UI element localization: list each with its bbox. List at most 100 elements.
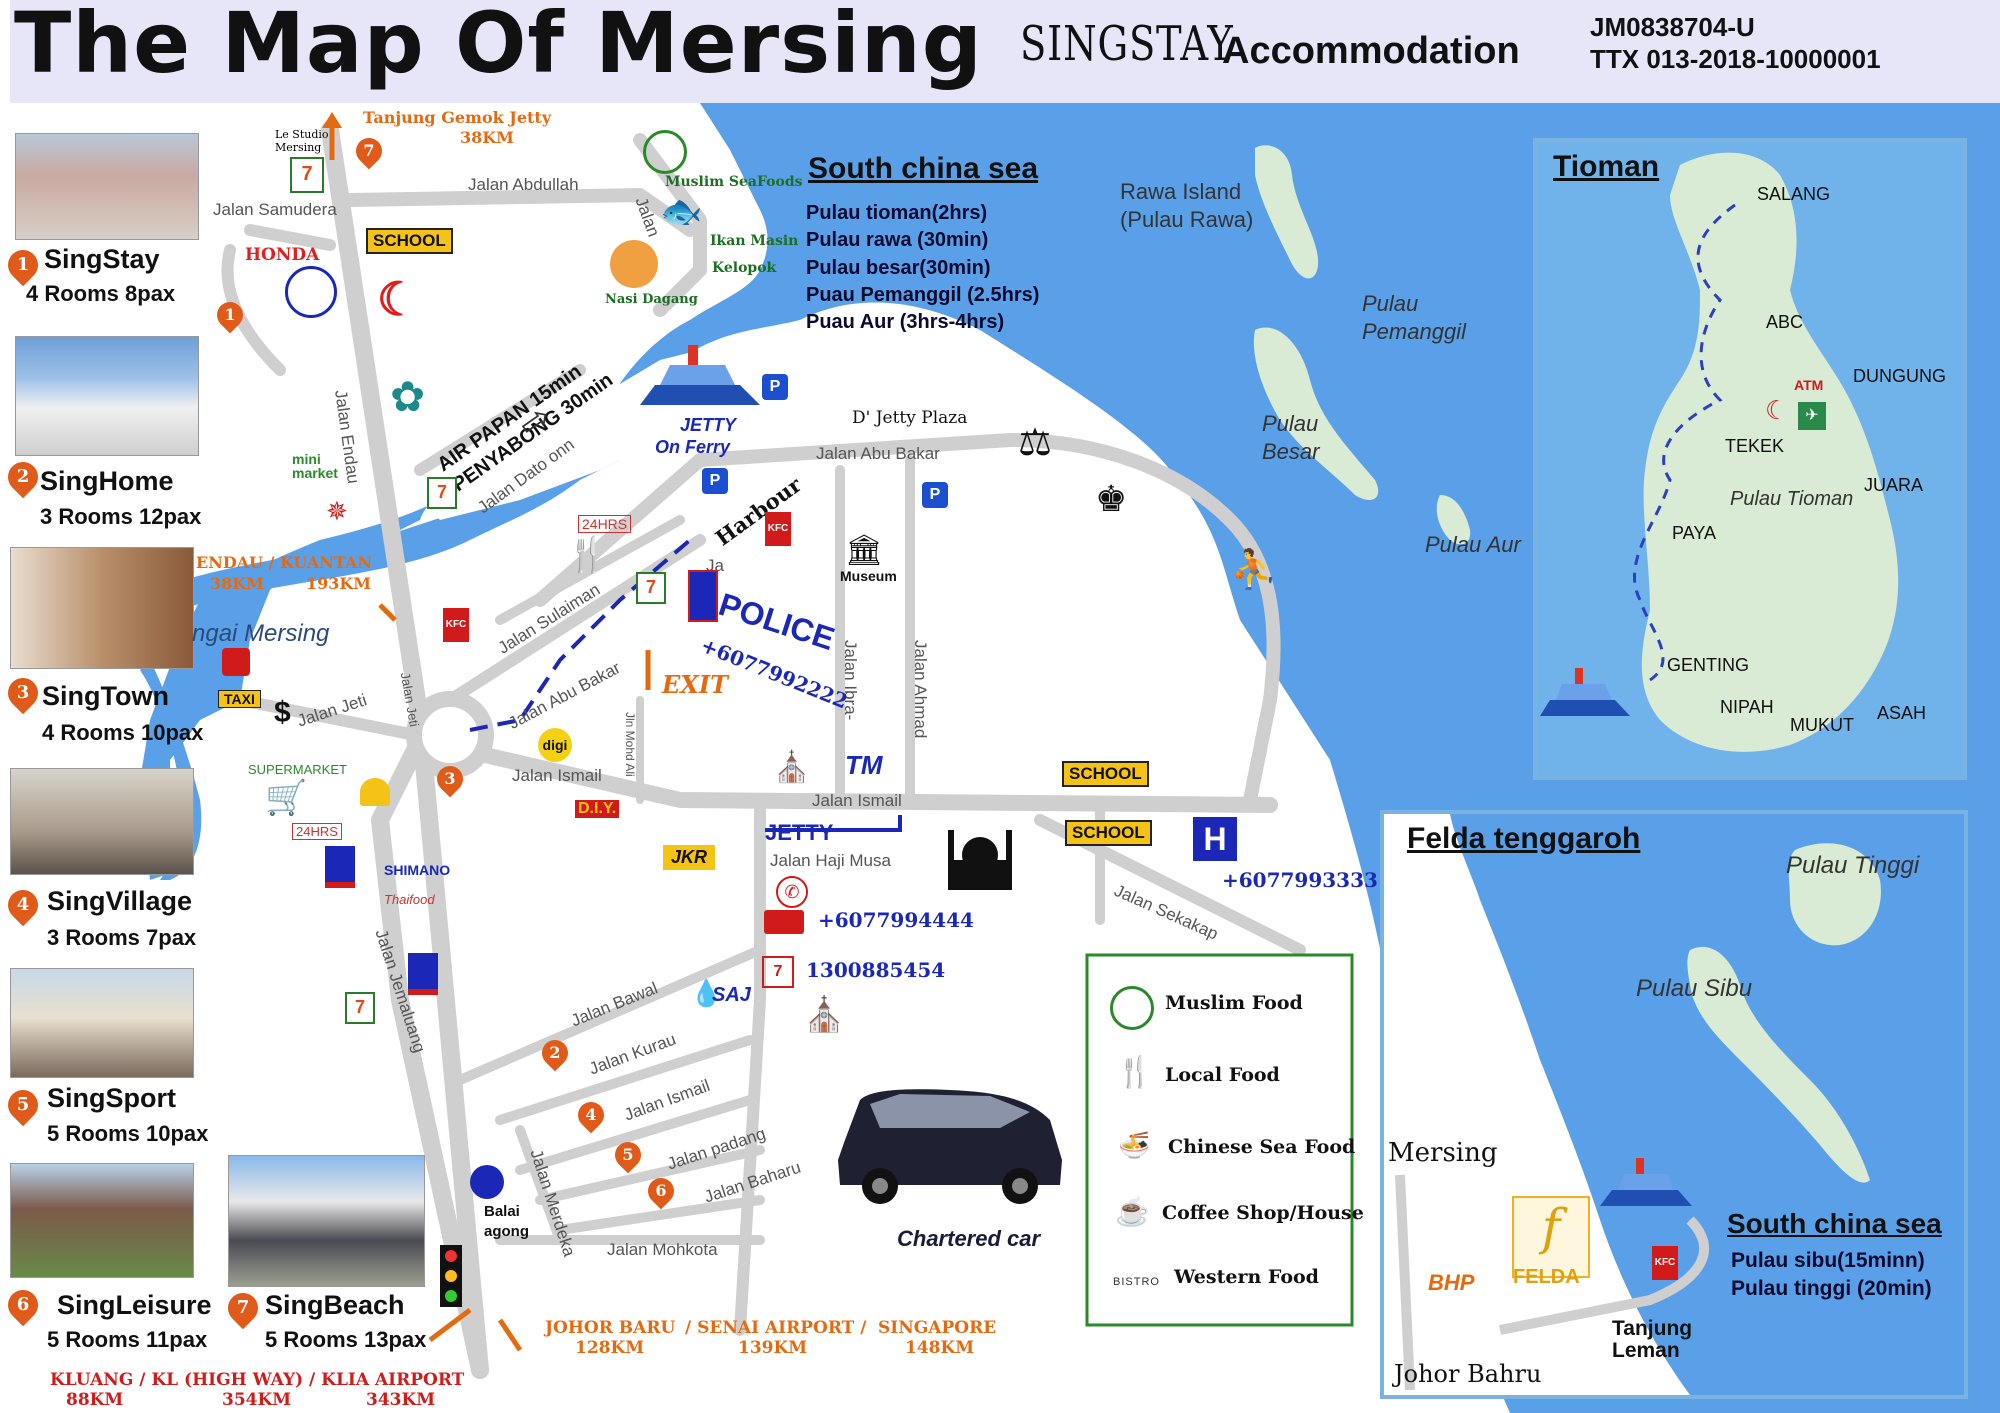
property-name-singstay[interactable]: SingStay (44, 244, 160, 274)
tanjung-gemok-label: Tanjung Gemok Jetty (363, 108, 552, 127)
property-name-singleisure[interactable]: SingLeisure (57, 1290, 212, 1320)
ferry-icon-main (640, 345, 760, 405)
tioman-panel-title: Tioman (1553, 150, 1660, 183)
on-ferry-label[interactable]: On Ferry (655, 437, 731, 457)
property-rooms-singleisure: 5 Rooms 11pax (47, 1327, 208, 1352)
property-pin-5[interactable]: 5 (1, 1083, 45, 1127)
jetty-ferry-label[interactable]: JETTY (680, 415, 737, 435)
legend-chinese-sea-food: Chinese Sea Food (1168, 1136, 1356, 1158)
legend-fork-knife-icon: 🍴 (1116, 1056, 1154, 1089)
museum-icon: 🏛 (845, 534, 884, 567)
brand-logo: SINGSTAY (1020, 16, 1234, 72)
felda-road (1395, 1174, 1710, 1391)
map-pin-5[interactable]: 5 (609, 1136, 647, 1174)
felda-pulau-tinggi: Pulau Tinggi (1786, 852, 1920, 879)
tioman-genting: GENTING (1667, 655, 1750, 675)
map-pin-2[interactable]: 2 (536, 1034, 574, 1072)
caltex-icon: ✵ (326, 496, 348, 526)
tioman-nipah: NIPAH (1720, 697, 1774, 717)
rawa-island-shape (1255, 145, 1319, 279)
legend-coffee-icon: ☕ (1115, 1196, 1150, 1227)
kluang-km: 88KM (66, 1390, 124, 1410)
legend-bowl-icon: 🍜 (1118, 1130, 1151, 1160)
kluang-line-label: KLUANG / KL (HIGH WAY) / KLIA AIRPORT (50, 1370, 465, 1390)
map-pin-7[interactable]: 7 (350, 132, 388, 170)
digi-badge: digi (538, 728, 572, 762)
road-coastal-north (633, 133, 707, 317)
felda-logo: f (1512, 1196, 1590, 1278)
tioman-airport-icon: ✈ (1798, 402, 1826, 430)
felda-pulau-sibu: Pulau Sibu (1636, 975, 1753, 1002)
seven-eleven-mid-icon: 7 (636, 572, 666, 604)
parking-icon-harbour: P (702, 468, 728, 494)
road-label-samudera: Jalan Samudera (213, 200, 337, 219)
minimarket-label: mini market (292, 451, 338, 481)
church-icon-south: ⛪ (803, 996, 846, 1034)
property-rooms-singhome: 3 Rooms 12pax (40, 504, 202, 529)
map-pin-1[interactable]: 1 (211, 296, 249, 334)
tioman-mukut: MUKUT (1790, 715, 1854, 735)
road-label-abdullah: Jalan Abdullah (468, 175, 579, 194)
map-pin-6[interactable]: 6 (642, 1172, 680, 1210)
seven-eleven-south-icon: 7 (345, 992, 375, 1024)
crescent-icon: ☾ (377, 273, 419, 325)
property-name-singvillage[interactable]: SingVillage (47, 886, 193, 916)
road-jalan-merdeka (515, 1125, 565, 1245)
jetty-route-label[interactable]: JETTY (765, 820, 834, 845)
property-name-singbeach[interactable]: SingBeach (265, 1290, 405, 1320)
property-pin-7[interactable]: 7 (221, 1286, 265, 1330)
property-pin-1[interactable]: 1 (1, 243, 45, 287)
tanjung-leman-label: Tanjung Leman (1612, 1317, 1693, 1362)
property-rooms-singsport: 5 Rooms 10pax (47, 1121, 209, 1146)
supermarket-label: SUPERMARKET (248, 762, 347, 777)
property-name-singsport[interactable]: SingSport (47, 1083, 176, 1113)
arrow-south-west (428, 1308, 472, 1342)
property-pin-6[interactable]: 6 (1, 1283, 45, 1327)
property-pin-2[interactable]: 2 (1, 455, 45, 499)
petronas-icon: ✿ (390, 373, 426, 420)
map-pin-3[interactable]: 3 (431, 760, 469, 798)
felda-panel-title: Felda tenggaroh (1407, 822, 1641, 855)
kfc-icon-harbour: KFC (765, 512, 791, 546)
road-jalan-abdullah (343, 188, 697, 237)
traffic-light-icon (440, 1245, 462, 1307)
photo-singstay (15, 133, 199, 240)
photo-singbeach (228, 1155, 425, 1287)
cart-icon: 🛒 (265, 779, 308, 817)
school-badge-east: SCHOOL (1062, 761, 1149, 787)
ikan-masin-label: Ikan Masin (710, 233, 799, 249)
property-pin-4[interactable]: 4 (1, 883, 45, 927)
tioman-ferry-route (1633, 203, 1736, 682)
property-name-singhome[interactable]: SingHome (40, 466, 174, 496)
road-south-grid-4 (535, 1145, 765, 1205)
school-badge-south: SCHOOL (1065, 820, 1152, 846)
tioman-salang: SALANG (1757, 184, 1831, 204)
police-icon (688, 570, 718, 622)
map-pin-4[interactable]: 4 (572, 1096, 610, 1134)
road-jalan-jemaluang (371, 731, 489, 1379)
road-label-ahmad: Jalan Ahmad (911, 640, 930, 739)
pulau-aur-shape (1436, 495, 1471, 545)
property-pin-3[interactable]: 3 (1, 671, 45, 715)
road-label-ismail-mid: Jalan Ismail (512, 766, 602, 785)
honda-label: HONDA (245, 245, 320, 265)
property-name-singtown[interactable]: SingTown (42, 681, 169, 711)
chartered-car-label[interactable]: Chartered car (897, 1226, 1041, 1251)
crown-icon: ♚ (1095, 478, 1128, 519)
legend-halal-icon (1110, 986, 1154, 1030)
mosque-icon (948, 830, 1012, 890)
page-title: The Map Of Mersing (14, 0, 983, 92)
museum-label: Museum (840, 568, 897, 584)
road-jalan-abu-bakar-top (533, 433, 1281, 807)
saj-phone[interactable]: 1300885454 (806, 958, 946, 982)
felda-sea-sibu: Pulau sibu(15minn) (1731, 1249, 1925, 1272)
tioman-dungung: DUNGUNG (1853, 366, 1946, 386)
license-number: TTX 013-2018-10000001 (1590, 44, 1881, 74)
endau-km: 38KM (210, 574, 264, 593)
tioman-island-name: Pulau Tioman (1730, 488, 1854, 510)
johor-baru-km: 128KM (575, 1338, 645, 1358)
hospital-phone[interactable]: +6077993333 (1222, 868, 1378, 892)
fire-phone[interactable]: +6077994444 (818, 908, 974, 932)
endau-kuantan-label: ENDAU / KUANTAN (196, 553, 372, 572)
sea-destination-tioman: Pulau tioman(2hrs) (806, 202, 988, 224)
